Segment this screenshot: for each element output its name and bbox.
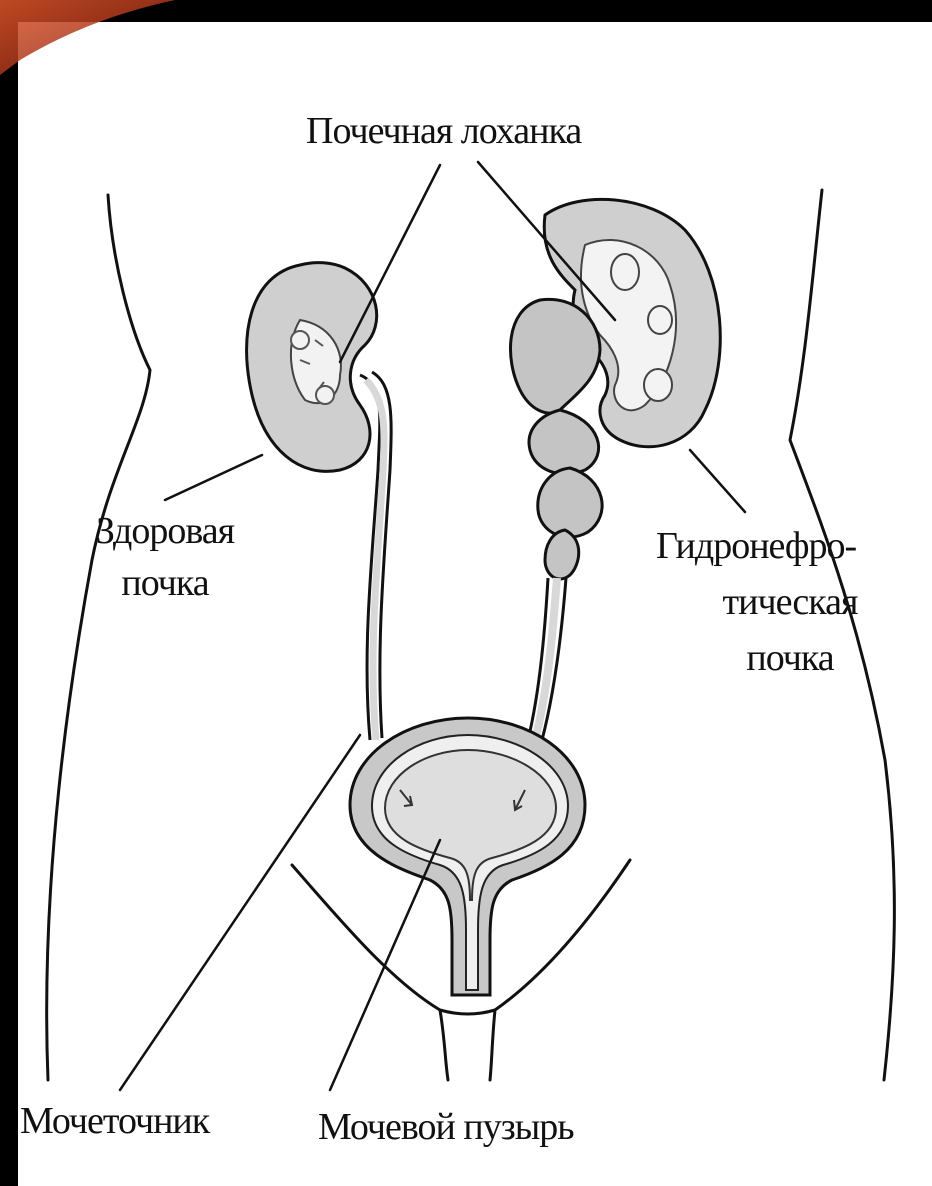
label-healthy-kidney-line1: Здоровая: [60, 512, 270, 550]
leader-hydronephrotic: [690, 450, 745, 512]
label-hydronephrotic-kidney: Гидронефро- тическая почка: [640, 527, 932, 677]
bladder: [350, 718, 585, 995]
pelvis-line-left: [292, 865, 448, 1080]
label-hydronephrotic-line3: почка: [640, 639, 932, 677]
label-healthy-kidney: Здоровая почка: [60, 512, 270, 602]
label-ureter: Мочеточник: [20, 1102, 209, 1140]
label-bladder: Мочевой пузырь: [318, 1108, 574, 1146]
leader-ureter: [120, 735, 360, 1090]
hydronephrotic-kidney: [510, 199, 720, 579]
pelvis-line-right: [490, 860, 630, 1080]
body-outline-left: [47, 195, 150, 1080]
leader-bladder: [330, 840, 440, 1090]
healthy-kidney: [247, 263, 377, 472]
leader-renal-pelvis-left: [340, 165, 440, 362]
label-hydronephrotic-line2: тическая: [640, 583, 932, 621]
label-hydronephrotic-line1: Гидронефро-: [640, 527, 932, 565]
label-healthy-kidney-line2: почка: [60, 564, 270, 602]
label-renal-pelvis: Почечная лоханка: [306, 112, 581, 150]
leader-healthy-kidney: [165, 455, 262, 500]
